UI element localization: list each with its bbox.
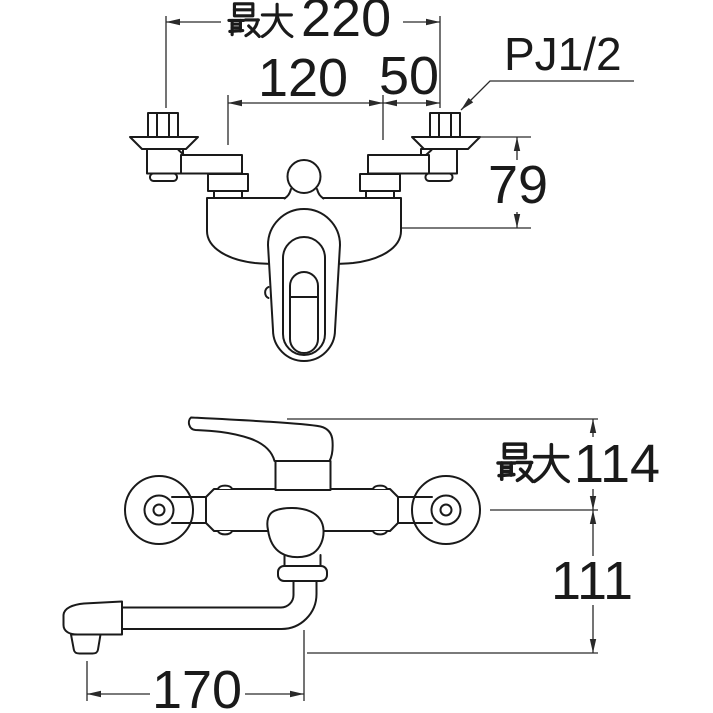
right-crutch-lip: [424, 172, 454, 182]
extension-lines-top: [165, 16, 441, 145]
ball-foot-right: [316, 188, 325, 200]
dim-depth-label: 79: [488, 155, 548, 215]
left-arm-notch: [177, 149, 185, 156]
arrow-max220-right: [426, 18, 440, 26]
spout-nut: [277, 565, 328, 582]
front-view: [62, 416, 481, 655]
right-escutcheon-hub: [430, 494, 462, 526]
spout-boss: [266, 506, 325, 559]
leader-line-pj: [460, 80, 634, 111]
arrow-120-right: [369, 99, 383, 107]
dim-max-height-value: 114: [574, 434, 660, 494]
arrow-79-top: [513, 137, 521, 151]
right-escutcheon-outer: [411, 475, 481, 545]
dim-offset-label: 50: [379, 46, 439, 106]
arrow-50-right: [426, 99, 440, 107]
arrow-120-left: [228, 99, 242, 107]
screw-bump-top-left: [217, 484, 233, 490]
left-inlet-base: [213, 190, 243, 199]
left-escutcheon-hub: [143, 494, 175, 526]
spout-pipe-inner-edge: [121, 580, 295, 609]
kanji-dai-max220: [260, 2, 294, 39]
left-escutcheon-outer: [124, 475, 194, 545]
right-pipe-lines: [397, 496, 433, 524]
dim-reach-label: 170: [152, 660, 242, 713]
arrow-79-bottom: [513, 214, 521, 228]
spout-head: [62, 600, 123, 636]
spout-neck-lines: [283, 554, 322, 567]
right-nut-facets: [438, 113, 452, 137]
arrow-111-top: [589, 510, 597, 524]
extension-lines-79: [402, 136, 531, 229]
cartridge-column: [274, 460, 332, 491]
screw-bump-top-right: [372, 484, 388, 490]
kanji-sai-max220: [227, 2, 261, 39]
spout-outlet: [70, 633, 102, 655]
arrow-max114-top: [589, 419, 597, 433]
left-escutcheon-hole: [152, 503, 166, 517]
right-union-nut: [429, 112, 461, 138]
handle-plan: [264, 208, 341, 362]
arrow-pj-leader: [461, 97, 474, 110]
left-flange: [129, 136, 199, 150]
dim-max-width-value: 220: [301, 0, 391, 48]
label-max114: 114: [496, 434, 660, 494]
left-crutch-body: [146, 148, 184, 175]
arrow-max220-left: [166, 18, 180, 26]
thread-callout-label: PJ1/2: [504, 28, 622, 80]
left-crutch-lip: [149, 172, 178, 182]
top-view: [129, 112, 481, 362]
left-inlet-collar: [207, 173, 249, 192]
arrow-50-left: [383, 99, 397, 107]
arrow-111-bottom: [589, 639, 597, 653]
screw-bump-bottom-right: [372, 530, 388, 536]
handle-inner-outline: [289, 271, 319, 354]
front-view-dimensions: 114 111 170: [86, 418, 660, 713]
kanji-dai-max114: [532, 442, 570, 484]
dim-pitch-label: 120: [258, 48, 348, 108]
left-offset-arm: [180, 154, 243, 175]
label-max220: 220: [227, 0, 391, 48]
right-inlet-base: [365, 190, 395, 199]
lever-handle: [187, 416, 334, 462]
kanji-sai-max114: [496, 442, 535, 484]
left-union-nut: [147, 112, 179, 138]
ball-patch: [286, 193, 322, 199]
screw-bump-bottom-left: [217, 530, 233, 536]
spout-pipe-outer-edge: [121, 580, 318, 630]
arrow-170-right: [290, 690, 304, 698]
handle-side-bump: [264, 286, 270, 299]
dim-drop-label: 111: [551, 551, 633, 611]
right-inlet-collar: [359, 173, 401, 192]
lever-ball: [286, 159, 322, 194]
ball-foot-left: [283, 188, 292, 200]
left-nut-facets: [156, 113, 170, 137]
top-view-dimensions: 220 120 50 PJ1/2 79: [165, 0, 634, 229]
right-wall-fitting: [411, 112, 481, 182]
extension-lines-front: [86, 418, 598, 701]
left-pipe-lines: [171, 496, 207, 524]
right-arm-notch: [425, 149, 433, 156]
right-flange: [411, 136, 481, 150]
right-offset-arm: [367, 154, 430, 175]
arrow-max114-bottom: [589, 496, 597, 510]
right-escutcheon-hole: [439, 503, 453, 517]
arrow-170-left: [87, 690, 101, 698]
